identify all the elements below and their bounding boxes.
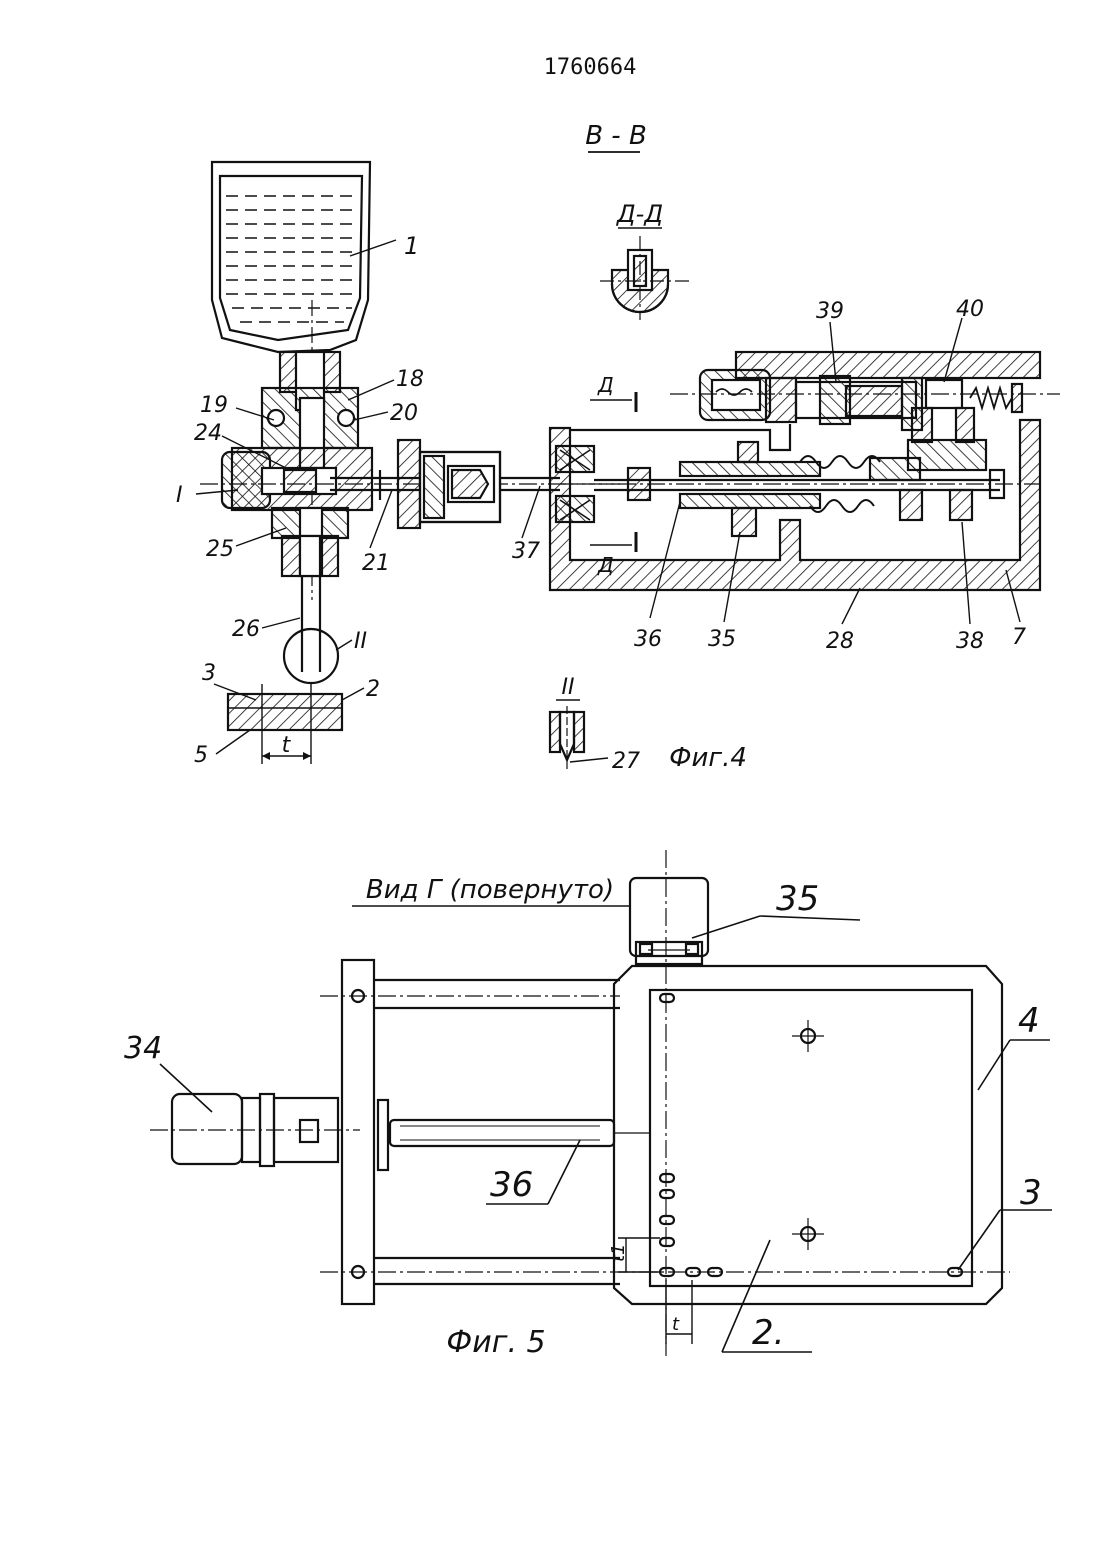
fig5-view-title-group: Вид Г (повернуто) — [352, 875, 630, 906]
fig4-detail-ii: II — [550, 675, 584, 770]
fig4-label-I: I — [176, 483, 183, 508]
fig5-plate — [614, 850, 1002, 1356]
fig4-label-1: 1 — [404, 232, 419, 260]
fig4-label-21: 21 — [362, 551, 390, 576]
fig4-label-25: 25 — [206, 537, 234, 562]
fig4-label-36: 36 — [634, 627, 662, 652]
fig4-section-title: В - В — [585, 121, 647, 151]
fig4-label-20: 20 — [390, 401, 418, 426]
fig4-label-40: 40 — [956, 297, 984, 322]
patent-number: 1760664 — [544, 55, 637, 80]
fig4-label-24: 24 — [194, 421, 222, 446]
fig4-section-title-group: В - В — [585, 121, 647, 152]
fig5-caption: Фиг. 5 — [446, 1325, 545, 1360]
fig4-label-3: 3 — [202, 661, 216, 686]
fig4-label-38: 38 — [956, 629, 984, 654]
fig5-view-title: Вид Г (повернуто) — [366, 875, 614, 905]
fig5-label-34: 34 — [124, 1031, 162, 1066]
fig5-label-4: 4 — [1018, 1001, 1040, 1041]
fig4-label-26: 26 — [232, 617, 260, 642]
fig4-subsection-dd: Д-Д — [600, 200, 690, 320]
fig5-motor-35 — [630, 878, 708, 964]
fig4-label-19: 19 — [200, 393, 228, 418]
fig4-label-7: 7 — [1012, 625, 1026, 650]
fig4-label-II: II — [354, 629, 367, 654]
fig5-shaft-36 — [378, 1100, 650, 1170]
fig4-subsection-title: Д-Д — [616, 200, 663, 228]
fig5-label-35: 35 — [776, 879, 819, 919]
fig4-caption: Фиг.4 — [669, 743, 747, 773]
fig4-label-5: 5 — [194, 743, 208, 768]
fig4-label-37: 37 — [512, 539, 540, 564]
fig4-drive-housing — [550, 420, 1040, 590]
fig4-cut-mark-top: Д — [597, 373, 614, 397]
fig5-dim-t1: t1 — [608, 1243, 629, 1262]
fig4-dim-t: t — [282, 733, 292, 758]
fig5-motor-34 — [150, 1094, 360, 1166]
fig4-upper-mechanism — [670, 352, 1060, 442]
fig4-label-2: 2 — [366, 677, 380, 702]
fig5-label-3: 3 — [1020, 1173, 1042, 1213]
fig4-label-35: 35 — [708, 627, 736, 652]
fig4-label-28: 28 — [826, 629, 854, 654]
fig5-label-36: 36 — [490, 1165, 533, 1205]
fig5-dim-t: t — [672, 1314, 680, 1335]
fig5-labels: 35 34 36 4 3 2. — [124, 879, 1052, 1353]
fig4-cut-mark-bottom: Д — [597, 553, 614, 577]
fig4-label-39: 39 — [816, 299, 844, 324]
fig5-label-2: 2. — [752, 1313, 784, 1353]
fig4-detail-mark: II — [562, 675, 575, 700]
fig5-frame — [320, 960, 1010, 1304]
fig4-label-27: 27 — [612, 749, 640, 774]
fig4-label-18: 18 — [396, 367, 424, 392]
